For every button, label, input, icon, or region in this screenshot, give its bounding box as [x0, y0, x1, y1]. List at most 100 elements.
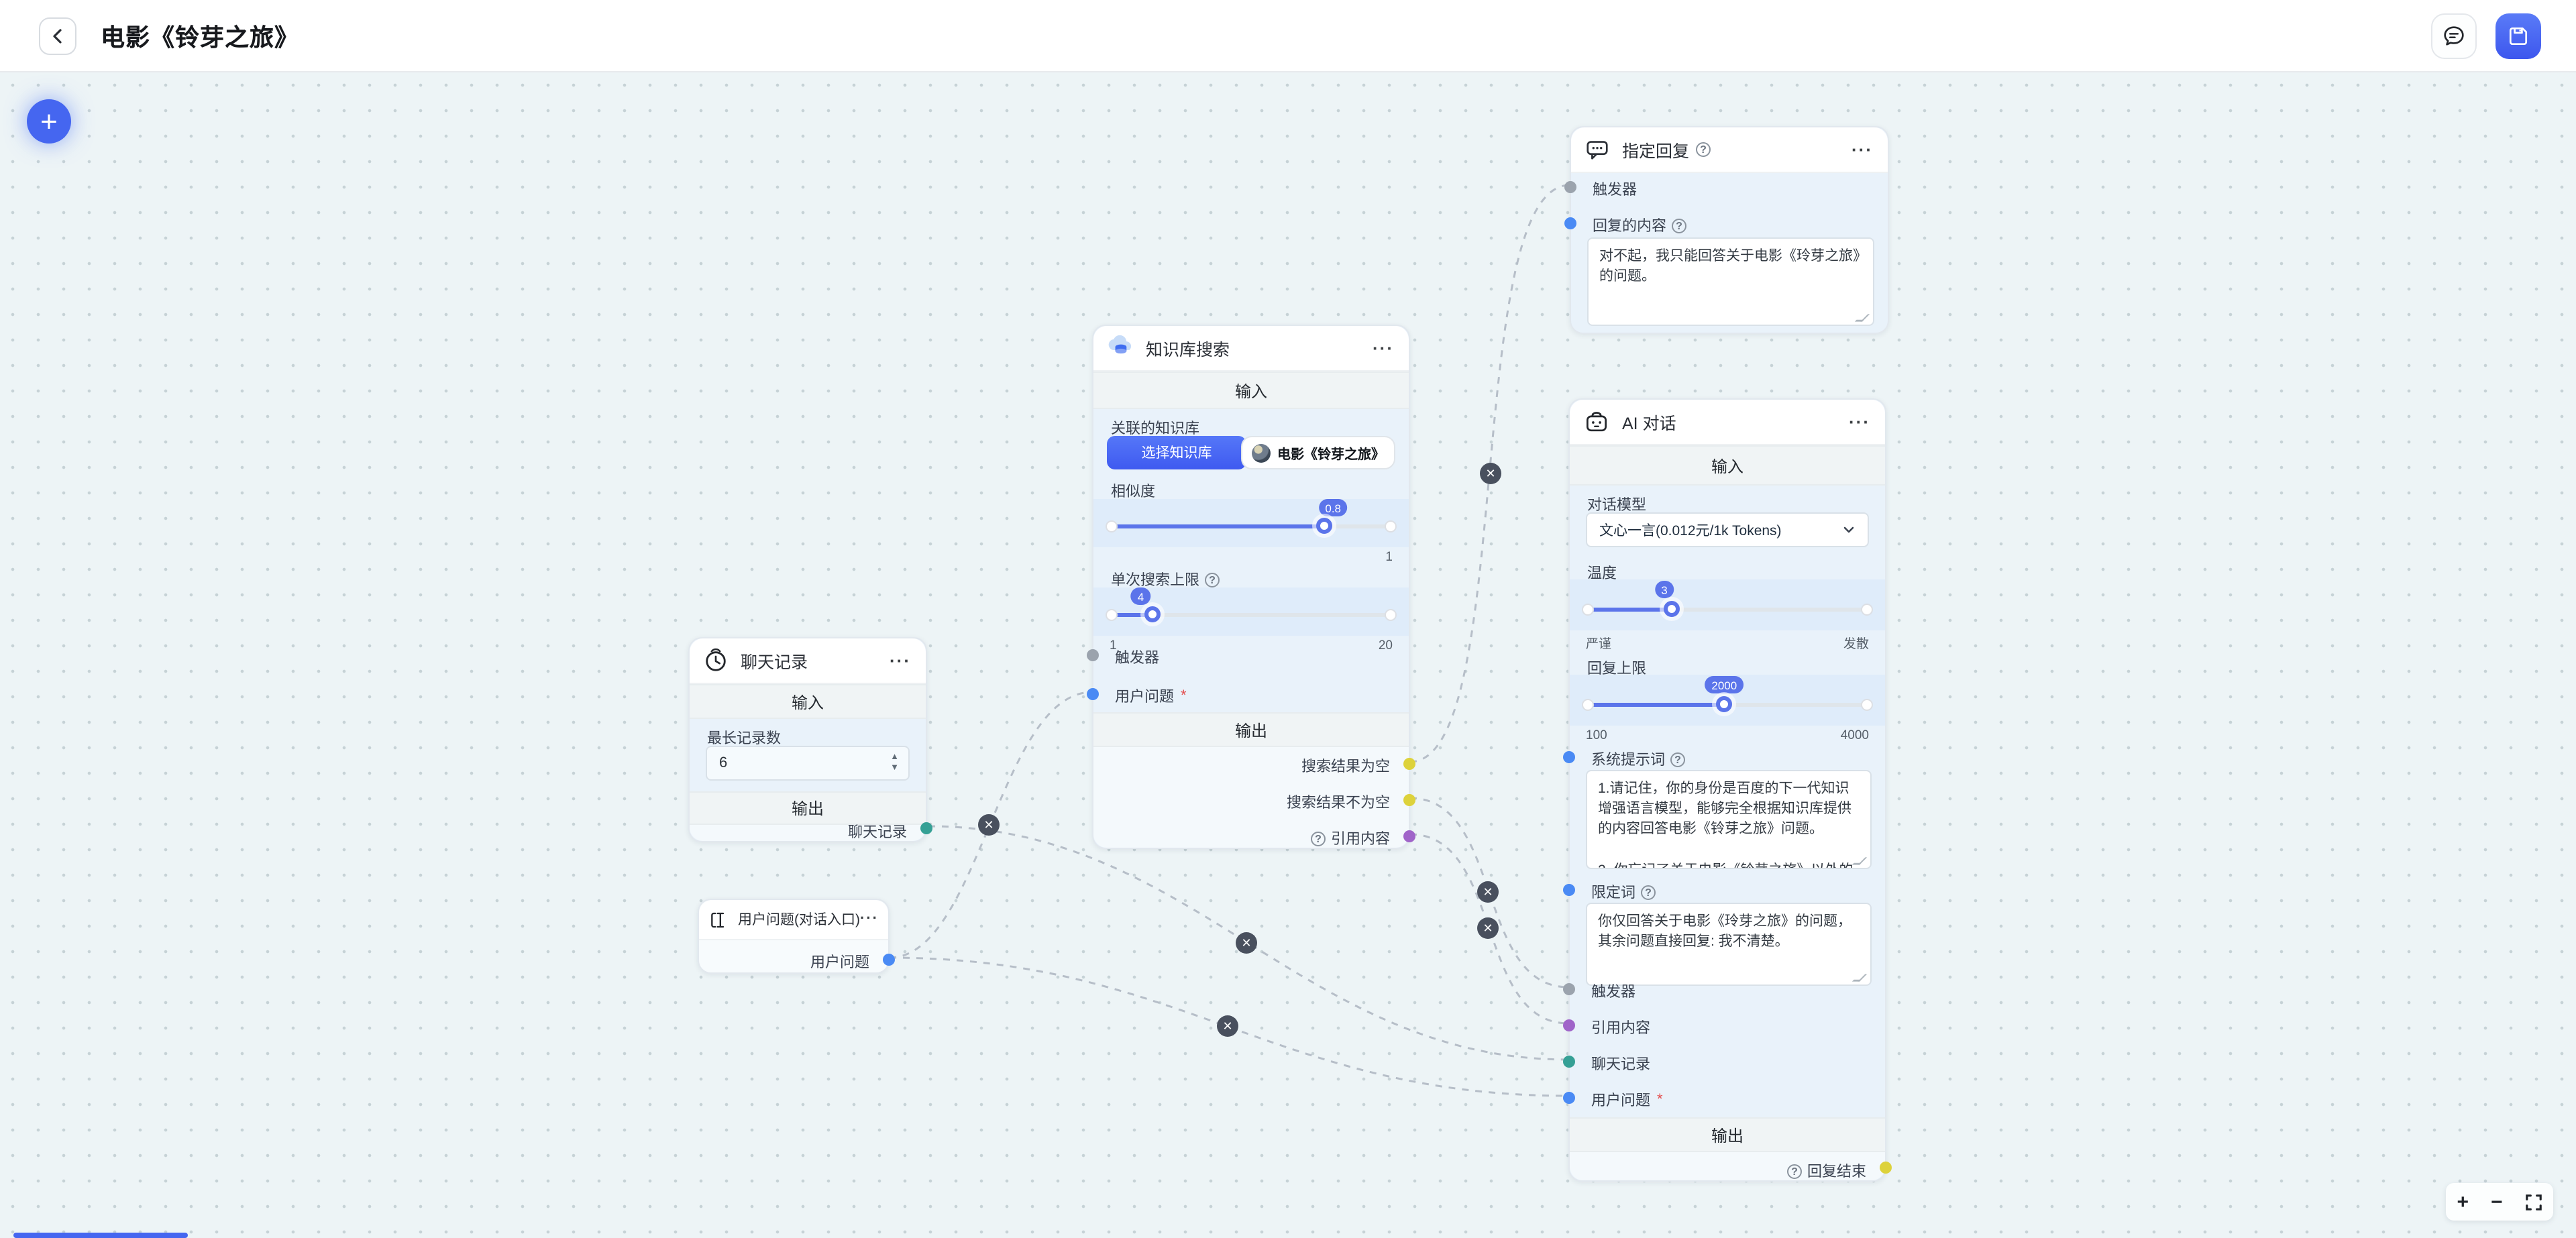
close-icon: ✕ [1222, 1019, 1233, 1032]
port-reference-out[interactable] [1403, 830, 1415, 842]
port-reply-end-out[interactable] [1880, 1161, 1892, 1173]
node-menu-button[interactable]: ··· [1849, 412, 1870, 432]
node-header[interactable]: 用户问题(对话入口) ··· [699, 900, 888, 940]
temperature-value-bubble: 3 [1654, 581, 1674, 599]
node-menu-button[interactable]: ··· [1373, 338, 1394, 358]
knowledge-avatar [1252, 443, 1271, 462]
topbar-actions [2431, 13, 2576, 58]
temperature-slider[interactable] [1582, 601, 1873, 617]
node-title: 知识库搜索 [1146, 341, 1230, 359]
number-stepper: ▲ ▼ [890, 752, 899, 773]
port-result-not-empty-out[interactable] [1403, 793, 1415, 805]
port-chat-history-in[interactable] [1563, 1055, 1575, 1067]
delete-wire-button[interactable]: ✕ [1236, 932, 1257, 954]
node-header[interactable]: 指定回复 ? ··· [1571, 127, 1888, 173]
help-icon[interactable]: ? [1670, 752, 1685, 767]
horizontal-scrollbar[interactable] [13, 1233, 188, 1238]
step-down-icon[interactable]: ▼ [890, 763, 899, 772]
help-icon[interactable]: ? [1311, 831, 1326, 846]
port-system-prompt-in[interactable] [1563, 750, 1575, 763]
node-title: 指定回复 [1622, 142, 1690, 161]
temperature-handle[interactable] [1663, 601, 1680, 617]
port-trigger-in[interactable] [1564, 180, 1576, 192]
node-title: AI 对话 [1622, 414, 1676, 433]
help-icon[interactable]: ? [1787, 1164, 1802, 1178]
output-row: ?引用内容 [1311, 828, 1390, 849]
port-user-question-in[interactable] [1563, 1091, 1575, 1103]
node-chat-history[interactable]: 聊天记录 ··· 输入 最长记录数 6 ▲ ▼ 输出 聊天记录 [688, 637, 932, 842]
node-header[interactable]: 聊天记录 ··· [690, 638, 926, 684]
add-node-button[interactable]: + [27, 99, 71, 144]
knowledge-base-icon [1108, 335, 1132, 353]
help-icon[interactable]: ? [1641, 885, 1656, 899]
close-icon: ✕ [1241, 936, 1252, 949]
search-limit-handle[interactable] [1144, 606, 1161, 622]
temperature-slider-band: 3 [1570, 579, 1885, 630]
delete-wire-button[interactable]: ✕ [1217, 1015, 1238, 1037]
step-up-icon[interactable]: ▲ [890, 752, 899, 762]
port-label: 用户问题* [1591, 1092, 1663, 1109]
search-limit-slider[interactable] [1106, 606, 1397, 622]
port-label: 限定词? [1591, 881, 1656, 903]
help-icon[interactable]: ? [1696, 142, 1711, 157]
reply-limit-slider[interactable] [1582, 696, 1873, 712]
plus-icon: + [40, 104, 58, 137]
node-menu-button[interactable]: ··· [1851, 139, 1873, 160]
output-section-bar: 输出 [690, 791, 926, 825]
port-trigger-in[interactable] [1563, 982, 1575, 995]
zoom-in-button[interactable]: + [2457, 1190, 2469, 1213]
port-trigger-in[interactable] [1087, 649, 1099, 661]
input-section-bar: 输入 [1570, 445, 1885, 486]
temperature-min-label: 严谨 [1586, 637, 1612, 652]
delete-wire-button[interactable]: ✕ [1477, 917, 1499, 939]
port-label: 触发器 [1591, 984, 1635, 1001]
back-button[interactable] [39, 17, 76, 54]
model-select[interactable]: 文心一言(0.012元/1k Tokens) [1586, 512, 1869, 547]
help-icon[interactable]: ? [1672, 218, 1686, 233]
node-menu-button[interactable]: ··· [890, 651, 911, 671]
port-qualifier-in[interactable] [1563, 883, 1575, 895]
node-user-question[interactable]: 用户问题(对话入口) ··· 用户问题 [698, 899, 895, 974]
chat-bubble-icon [2444, 25, 2464, 45]
select-knowledge-button[interactable]: 选择知识库 [1107, 436, 1246, 469]
reply-limit-value-bubble: 2000 [1705, 676, 1744, 694]
similarity-slider[interactable] [1106, 518, 1397, 534]
reply-limit-handle[interactable] [1716, 696, 1733, 712]
port-result-empty-out[interactable] [1403, 757, 1415, 769]
model-value: 文心一言(0.012元/1k Tokens) [1599, 522, 1782, 539]
feedback-button[interactable] [2431, 13, 2477, 58]
knowledge-chip[interactable]: 电影《铃芽之旅》 [1241, 436, 1395, 469]
node-header[interactable]: AI 对话 ··· [1570, 400, 1885, 445]
port-label: 引用内容 [1591, 1021, 1650, 1037]
max-records-input[interactable]: 6 ▲ ▼ [706, 746, 910, 781]
save-button[interactable] [2496, 13, 2541, 58]
node-specified-reply[interactable]: 指定回复 ? ··· 触发器 回复的内容? 对不起，我只能回答关于电影《玲芽之旅… [1564, 126, 1889, 334]
model-label: 对话模型 [1587, 498, 1646, 514]
search-limit-slider-band: 4 [1093, 587, 1409, 636]
delete-wire-button[interactable]: ✕ [1480, 463, 1501, 484]
fit-view-button[interactable] [2524, 1193, 2542, 1211]
similarity-slider-band: 0.8 [1093, 499, 1409, 547]
port-chat-history-out[interactable] [920, 822, 932, 834]
slider-min-cap [1106, 608, 1118, 620]
port-user-question-out[interactable] [883, 953, 895, 965]
node-menu-button[interactable]: ··· [860, 911, 879, 927]
reply-content-textarea[interactable]: 对不起，我只能回答关于电影《玲芽之旅》的问题。 [1587, 237, 1874, 326]
node-header[interactable]: 知识库搜索 ··· [1093, 326, 1409, 372]
node-knowledge-search[interactable]: 知识库搜索 ··· 输入 关联的知识库 选择知识库 电影《铃芽之旅》 相似度 0… [1087, 325, 1415, 849]
port-reply-content-in[interactable] [1564, 217, 1576, 229]
qualifier-textarea[interactable]: 你仅回答关于电影《玲芽之旅》的问题，其余问题直接回复: 我不清楚。 [1586, 903, 1872, 986]
delete-wire-button[interactable]: ✕ [978, 814, 1000, 836]
zoom-out-button[interactable]: − [2490, 1190, 2503, 1213]
search-limit-max-label: 20 [1378, 638, 1393, 653]
help-icon[interactable]: ? [1205, 572, 1220, 587]
system-prompt-textarea[interactable]: 1.请记住，你的身份是百度的下一代知识增强语言模型，能够完全根据知识库提供的内容… [1586, 770, 1872, 869]
port-reference-in[interactable] [1563, 1019, 1575, 1031]
flow-canvas[interactable]: ✕ ✕ ✕ ✕ ✕ ✕ + 指定回复 ? ··· 触发器 回复的内容? 对不起，… [0, 72, 2576, 1238]
slider-max-cap [1861, 698, 1873, 710]
delete-wire-button[interactable]: ✕ [1477, 881, 1499, 903]
node-ai-chat[interactable]: AI 对话 ··· 输入 对话模型 文心一言(0.012元/1k Tokens)… [1563, 398, 1892, 1182]
reply-bubble-icon [1587, 141, 1608, 160]
port-user-question-in[interactable] [1087, 687, 1099, 699]
similarity-handle[interactable] [1316, 518, 1332, 534]
